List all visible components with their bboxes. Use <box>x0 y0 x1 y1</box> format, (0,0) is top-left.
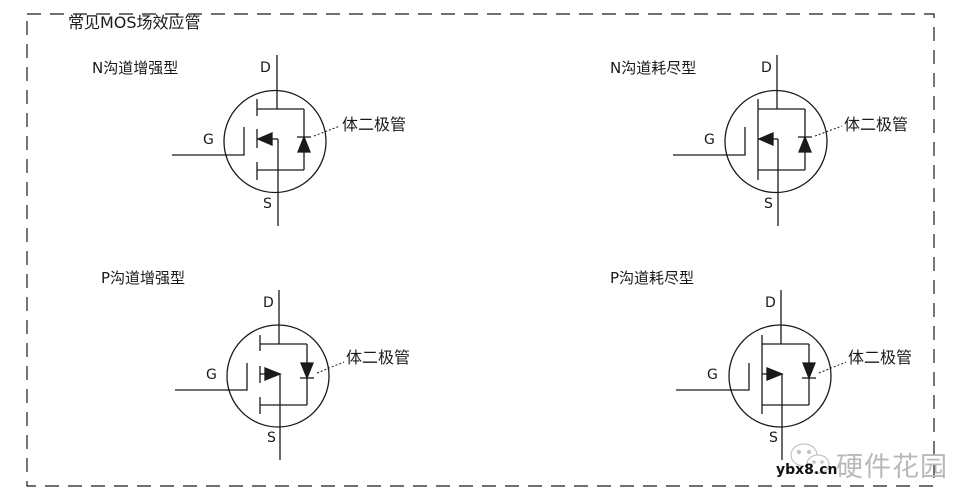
pin-label-source: S <box>764 196 773 212</box>
pin-label-drain: D <box>761 60 772 76</box>
pin-label-drain: D <box>263 295 274 311</box>
pin-label-source: S <box>769 430 778 446</box>
pin-label-drain: D <box>765 295 776 311</box>
diode-leader-dotted <box>313 125 341 137</box>
channel-arrow-icon <box>264 367 282 381</box>
body-diode-icon <box>300 362 314 380</box>
channel-arrow-icon <box>757 132 774 146</box>
body-diode-icon <box>798 135 812 153</box>
gate-lead <box>676 363 750 391</box>
pin-label-source: S <box>263 196 272 212</box>
mosfet-n-enhancement <box>172 55 341 226</box>
mosfet-p-depletion <box>676 290 847 460</box>
pin-label-drain: D <box>260 60 271 76</box>
package-circle <box>226 324 330 428</box>
diode-leader-dotted <box>818 361 847 374</box>
dashed-border <box>26 13 935 487</box>
body-diode-label: 体二极管 <box>844 115 909 134</box>
gate-lead <box>175 363 248 391</box>
gate-lead <box>673 127 746 156</box>
mosfet-p-enhancement <box>175 290 345 460</box>
mosfet-n-depletion <box>673 55 843 226</box>
body-diode-icon <box>297 135 311 153</box>
diode-leader-dotted <box>814 125 843 137</box>
diode-leader-dotted <box>316 361 345 374</box>
package-circle <box>728 324 832 428</box>
pin-label-gate: G <box>707 367 718 383</box>
type-label-n-depletion: N沟道耗尽型 <box>610 59 697 77</box>
watermark-url: ybx8.cn <box>776 462 838 478</box>
package-circle <box>724 89 828 194</box>
body-diode-icon <box>802 362 816 380</box>
pin-label-gate: G <box>704 132 715 148</box>
pin-label-gate: G <box>206 367 217 383</box>
gate-lead <box>172 127 245 156</box>
type-label-p-depletion: P沟道耗尽型 <box>610 269 695 287</box>
body-diode-label: 体二极管 <box>848 348 913 367</box>
pin-label-gate: G <box>203 132 214 148</box>
wechat-icon <box>790 443 830 474</box>
body-diode-label: 体二极管 <box>346 348 411 367</box>
watermark-text: 硬件花园 <box>836 452 948 483</box>
channel-arrow-icon <box>766 367 784 381</box>
channel-arrow-icon <box>256 132 273 146</box>
pin-label-source: S <box>267 430 276 446</box>
type-label-p-enhancement: P沟道增强型 <box>101 269 186 287</box>
package-circle <box>223 89 327 194</box>
type-label-n-enhancement: N沟道增强型 <box>92 59 179 77</box>
diagram-title: 常见MOS场效应管 <box>68 13 201 32</box>
body-diode-label: 体二极管 <box>342 115 407 134</box>
